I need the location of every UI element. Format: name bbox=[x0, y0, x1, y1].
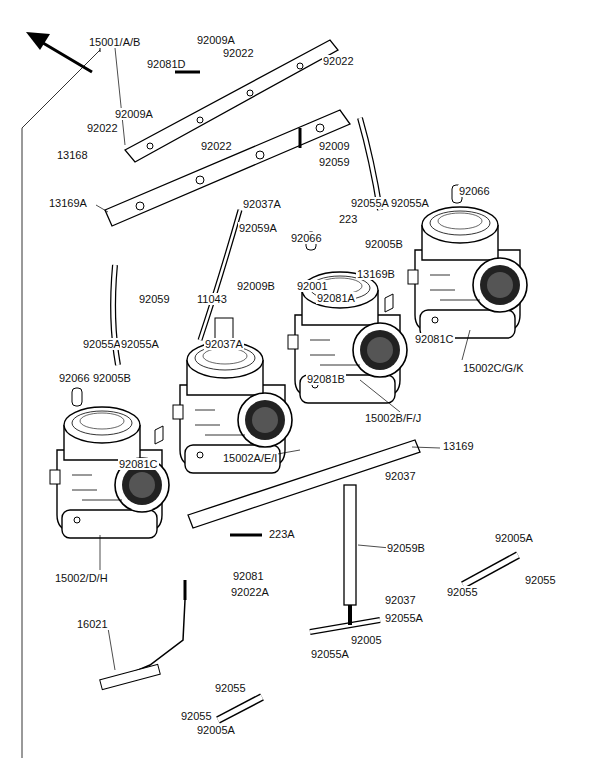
callout-number: 92055 bbox=[446, 586, 479, 598]
callout-number: 92059 bbox=[318, 156, 351, 168]
callout-number: 92059A bbox=[238, 222, 278, 234]
callout-number: 92081B bbox=[306, 373, 346, 385]
callout-number: 92005B bbox=[364, 238, 404, 250]
callout-number: 92081 bbox=[232, 570, 265, 582]
callout-number: 92066 bbox=[290, 232, 323, 244]
callout-number: 92001 bbox=[296, 280, 329, 292]
callout-number: 92009 bbox=[318, 140, 351, 152]
callout-number: 92005A bbox=[494, 532, 534, 544]
callout-number: 92055A bbox=[384, 612, 424, 624]
callout-number: 13168 bbox=[56, 149, 89, 161]
callout-number: 92037 bbox=[384, 594, 417, 606]
callout-number: 92059B bbox=[386, 542, 426, 554]
callout-number: 92005A bbox=[196, 724, 236, 736]
callout-number: 92081D bbox=[146, 58, 187, 70]
callout-number: 11043 bbox=[196, 293, 228, 305]
callout-number: 92055A bbox=[350, 197, 390, 209]
callout-number: 92022 bbox=[200, 140, 233, 152]
callout-number: 92055A bbox=[310, 648, 350, 660]
callout-number: 92081A bbox=[316, 292, 356, 304]
callout-number: 92081C bbox=[414, 333, 455, 345]
callout-number: 92009B bbox=[236, 280, 276, 292]
callout-number: 13169B bbox=[356, 268, 396, 280]
callout-number: 15002/D/H bbox=[54, 572, 109, 584]
callout-number: 92005 bbox=[350, 634, 383, 646]
callout-number: 92055A bbox=[390, 197, 430, 209]
callout-number: 92022 bbox=[222, 47, 255, 59]
callout-number: 92037A bbox=[242, 198, 282, 210]
callout-number: 92037A bbox=[204, 338, 244, 350]
callout-number: 223 bbox=[338, 213, 358, 225]
callout-number: 92005B bbox=[92, 372, 132, 384]
callout-number: 92066 bbox=[458, 185, 491, 197]
callout-number: 92059 bbox=[138, 293, 171, 305]
callout-number: 92022 bbox=[86, 122, 119, 134]
callout-number: 16021 bbox=[76, 618, 109, 630]
callout-number: 15002C/G/K bbox=[462, 362, 525, 374]
callout-number: 92055A bbox=[120, 338, 160, 350]
callout-number: 92009A bbox=[196, 34, 236, 46]
callout-number: 92055A bbox=[82, 338, 122, 350]
callout-number: 92081C bbox=[118, 458, 159, 470]
callout-number: 92037 bbox=[384, 470, 417, 482]
callout-number: 223A bbox=[268, 528, 296, 540]
callout-number: 13169A bbox=[48, 197, 88, 209]
callout-number: 92055 bbox=[524, 574, 557, 586]
callout-number: 92055 bbox=[180, 710, 213, 722]
callout-number: 92066 bbox=[58, 372, 91, 384]
callout-number: 92022 bbox=[322, 55, 355, 67]
callout-number: 15002B/F/J bbox=[364, 412, 422, 424]
callout-number: 92055 bbox=[214, 682, 247, 694]
callout-number: 92022A bbox=[230, 586, 270, 598]
callout-number: 92009A bbox=[114, 108, 154, 120]
callout-number: 13169 bbox=[442, 440, 475, 452]
callout-number: 15002A/E/I bbox=[222, 452, 278, 464]
callout-number: 15001/A/B bbox=[88, 36, 141, 48]
